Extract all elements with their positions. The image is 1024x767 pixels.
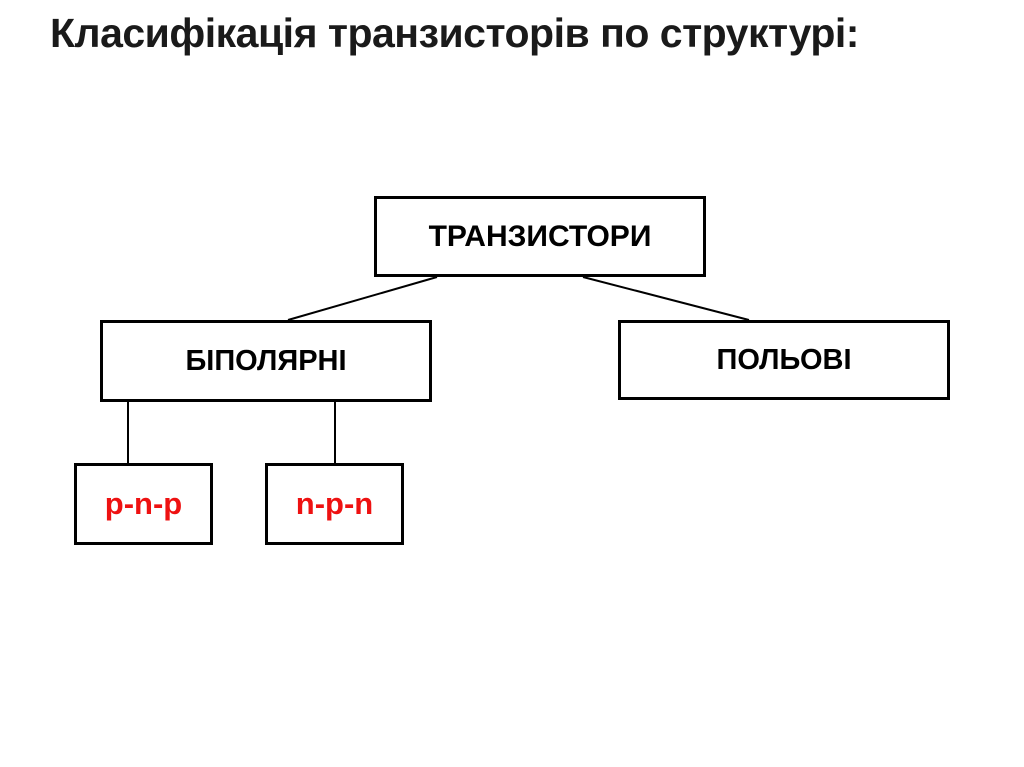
connector-root-to-bipolar [287,276,438,321]
slide-title: Класифікація транзисторів по структурі: [50,10,859,56]
node-bipolar-label: БІПОЛЯРНІ [185,344,347,377]
node-field-effect: ПОЛЬОВІ [618,320,950,400]
node-npn-label: n-p-n [295,486,374,521]
node-pnp-label: p-n-p [104,486,183,521]
node-pnp: p-n-p [74,463,213,545]
node-npn: n-p-n [265,463,404,545]
node-field-effect-label: ПОЛЬОВІ [716,343,852,376]
connector-root-to-field [582,276,750,321]
node-transistors-label: ТРАНЗИСТОРИ [428,219,652,253]
node-transistors: ТРАНЗИСТОРИ [374,196,706,277]
node-bipolar: БІПОЛЯРНІ [100,320,432,402]
